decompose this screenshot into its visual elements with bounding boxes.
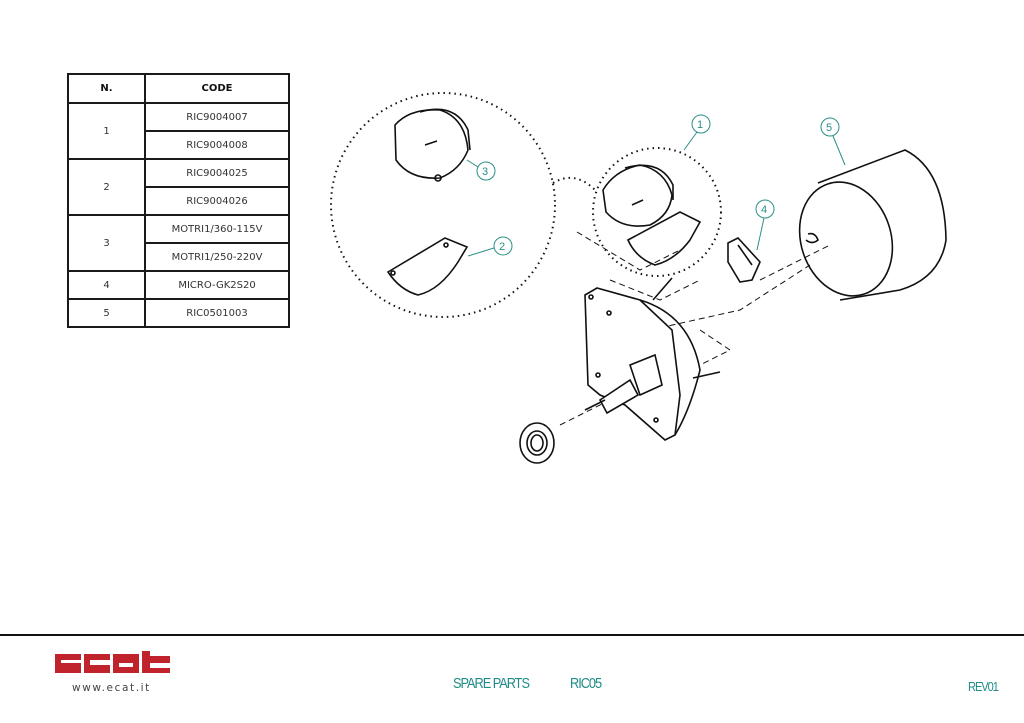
- document-section: SPARE PARTS: [453, 675, 530, 692]
- exploded-view-drawing: 1 2 3 4 5: [330, 92, 947, 464]
- part-code: MICRO-GK2S20: [144, 270, 290, 300]
- balloon-3: [476, 161, 496, 181]
- table-row: 4 MICRO-GK2S20: [67, 270, 290, 300]
- part-code: RIC0501003: [144, 298, 290, 328]
- balloon-4: [755, 199, 775, 219]
- part-number: 3: [67, 214, 146, 272]
- nut-drawing: [519, 422, 555, 464]
- header-code: CODE: [144, 73, 290, 104]
- balloon-2: [493, 236, 513, 256]
- micro-switch-4-drawing: [727, 237, 761, 283]
- balloon-4-label: 4: [761, 204, 767, 216]
- balloon-2-label: 2: [499, 241, 505, 253]
- spare-parts-table: N. CODE 1 RIC9004007 RIC9004008 2 RIC900…: [67, 73, 290, 328]
- part-number: 2: [67, 158, 146, 216]
- housing-drawing: [584, 277, 721, 441]
- table-row: 1 RIC9004007: [67, 102, 290, 160]
- part-code: RIC9004007: [144, 102, 290, 132]
- balloon-5: [820, 117, 840, 137]
- motor-circle: [592, 147, 722, 277]
- table-row: RIC9004008: [68, 130, 290, 160]
- balloon-1-label: 1: [697, 119, 703, 131]
- footer-divider: [0, 634, 1024, 636]
- revision-label: REV01: [968, 679, 999, 694]
- table-row: RIC9004026: [68, 186, 290, 216]
- balloon-5-label: 5: [826, 122, 832, 134]
- cover-5-drawing: [798, 149, 947, 301]
- part-code: MOTRI1/250-220V: [144, 242, 290, 272]
- balloon-3-label: 3: [482, 166, 488, 178]
- detail-circle: [330, 92, 556, 318]
- part-number: 4: [67, 270, 146, 300]
- part-code: MOTRI1/360-115V: [144, 214, 290, 244]
- table-row: 2 RIC9004025: [67, 158, 290, 216]
- ecat-logo: [55, 651, 170, 673]
- table-row: MOTRI1/250-220V: [68, 242, 290, 272]
- part-number: 5: [67, 298, 146, 328]
- part-number: 1: [67, 102, 146, 160]
- header-number: N.: [67, 73, 146, 104]
- motor-3-drawing: [394, 108, 471, 182]
- website-link[interactable]: www.ecat.it: [72, 682, 151, 694]
- motor-1-drawing: [602, 164, 674, 227]
- balloon-1: [691, 114, 711, 134]
- bracket-2-drawing: [386, 237, 469, 296]
- table-row: 5 RIC0501003: [67, 298, 290, 328]
- part-code: RIC9004008: [144, 130, 290, 160]
- model-code: RIC05: [570, 675, 602, 692]
- part-code: RIC9004025: [144, 158, 290, 188]
- part-code: RIC9004026: [144, 186, 290, 216]
- table-row: 3 MOTRI1/360-115V: [67, 214, 290, 272]
